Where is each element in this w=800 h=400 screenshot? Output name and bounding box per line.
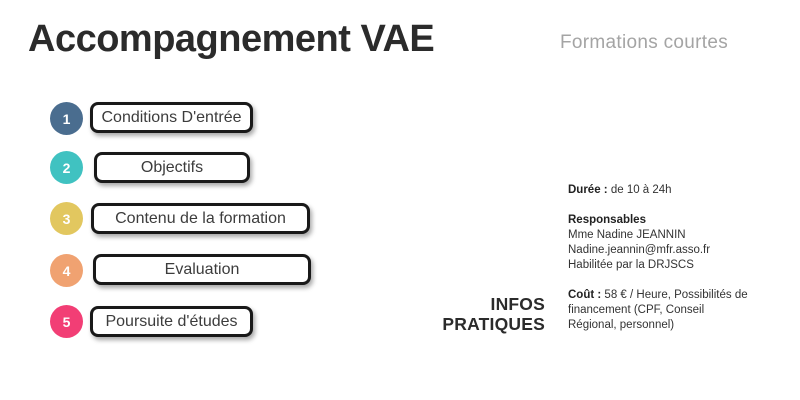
section-button-contenu-formation[interactable]: Contenu de la formation bbox=[91, 203, 310, 234]
section-button-poursuite-etudes[interactable]: Poursuite d'études bbox=[90, 306, 253, 337]
step-number-3: 3 bbox=[50, 202, 83, 235]
cout-label: Coût : bbox=[568, 289, 602, 301]
responsable-habilitation: Habilitée par la DRJSCS bbox=[568, 259, 694, 271]
cout-value: 58 € / Heure, Possibilités de financemen… bbox=[568, 289, 748, 331]
page-title: Accompagnement VAE bbox=[28, 18, 435, 60]
cout-block: Coût : 58 € / Heure, Possibilités de fin… bbox=[568, 288, 754, 333]
responsable-name: Mme Nadine JEANNIN bbox=[568, 229, 686, 241]
step-number-2: 2 bbox=[50, 151, 83, 184]
duree-value: de 10 à 24h bbox=[610, 184, 672, 196]
infos-pratiques-details: Durée : de 10 à 24h Responsables Mme Nad… bbox=[568, 183, 754, 333]
step-number-5: 5 bbox=[50, 305, 83, 338]
section-button-objectifs[interactable]: Objectifs bbox=[94, 152, 250, 183]
section-button-conditions-entree[interactable]: Conditions D'entrée bbox=[90, 102, 253, 133]
step-number-4: 4 bbox=[50, 254, 83, 287]
duree-line: Durée : de 10 à 24h bbox=[568, 183, 754, 198]
responsables-block: Responsables Mme Nadine JEANNIN Nadine.j… bbox=[568, 213, 754, 273]
step-number-1: 1 bbox=[50, 102, 83, 135]
section-button-evaluation[interactable]: Evaluation bbox=[93, 254, 311, 285]
responsables-label: Responsables bbox=[568, 214, 646, 226]
duree-label: Durée : bbox=[568, 184, 608, 196]
responsable-email: Nadine.jeannin@mfr.asso.fr bbox=[568, 244, 711, 256]
page-subtitle: Formations courtes bbox=[560, 32, 729, 53]
infos-pratiques-heading: INFOS PRATIQUES bbox=[442, 294, 545, 334]
